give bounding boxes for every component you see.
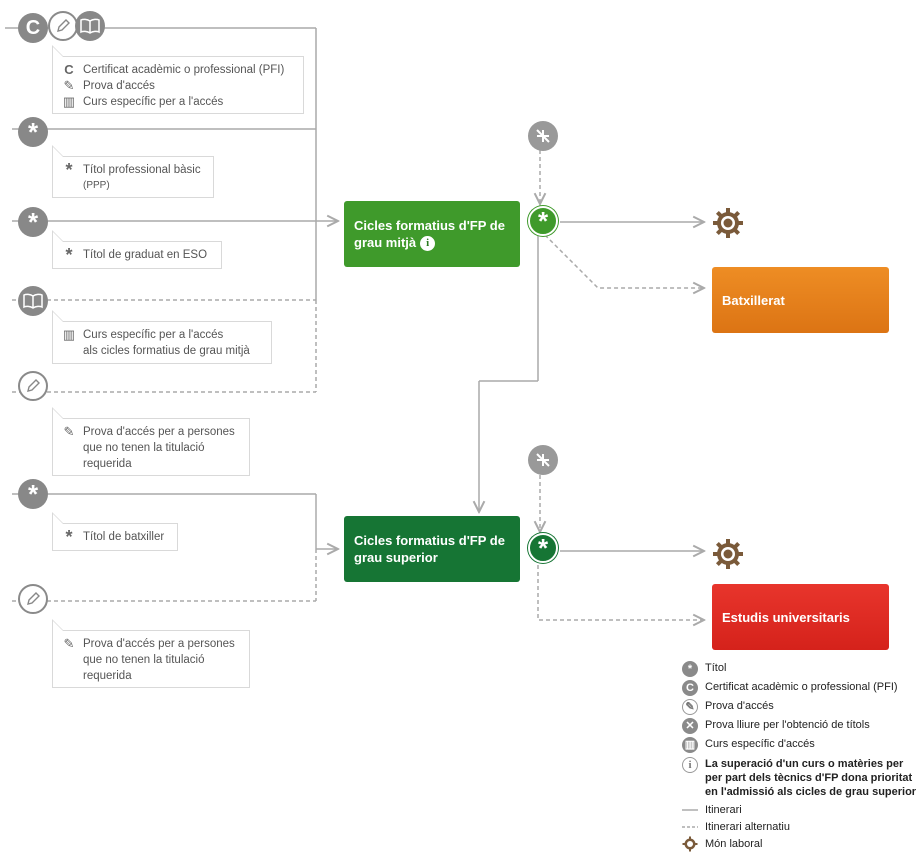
- gear-icon: [682, 836, 698, 852]
- legend-text: Itinerari: [705, 804, 742, 816]
- pencil-icon: ✎: [682, 699, 698, 715]
- legend-text: Certificat acadèmic o professional (PFI): [705, 681, 898, 693]
- note-line: que no tenen la titulació: [83, 442, 205, 454]
- title-star-icon: *: [528, 533, 558, 563]
- legend: * Títol C Certificat acadèmic o professi…: [682, 661, 918, 854]
- legend-item: ✕ Prova lliure per l'obtenció de títols: [682, 718, 918, 734]
- legend-item: C Certificat acadèmic o professional (PF…: [682, 680, 918, 696]
- pencil-icon: [48, 11, 78, 41]
- note-line: Prova d'accés per a persones: [83, 638, 235, 650]
- book-icon: [75, 11, 105, 41]
- title-star-icon: *: [18, 207, 48, 237]
- legend-text: Títol: [705, 662, 727, 674]
- note-line: Curs específic per a l'accés: [83, 96, 224, 108]
- note-line: requerida: [83, 670, 132, 682]
- note-line: que no tenen la titulació: [83, 654, 205, 666]
- gear-icon: [713, 539, 743, 569]
- note-batxiller-title: * Títol de batxiller: [52, 512, 178, 551]
- info-icon[interactable]: i: [420, 236, 436, 252]
- book-icon: [18, 286, 48, 316]
- note-line: Certificat acadèmic o professional (PFI): [83, 64, 285, 76]
- title-star-icon: *: [18, 117, 48, 147]
- free-test-icon: ✕: [682, 718, 698, 734]
- certificate-icon: C: [18, 13, 48, 43]
- free-test-icon: [528, 121, 558, 151]
- title-star-icon: *: [18, 479, 48, 509]
- note-line: Prova d'accés: [83, 80, 155, 92]
- note-line: Curs específic per a l'accés: [83, 329, 224, 341]
- legend-item: Món laboral: [682, 836, 918, 852]
- star-icon: *: [682, 661, 698, 677]
- legend-item: Itinerari alternatiu: [682, 820, 918, 834]
- note-line: als cicles formatius de grau mitjà: [83, 345, 250, 357]
- pencil-icon: [18, 584, 48, 614]
- box-batxillerat[interactable]: Batxillerat: [712, 267, 889, 333]
- box-cicles-grau-superior[interactable]: Cicles formatius d'FP de grau superior: [344, 516, 520, 582]
- book-icon: ▥: [682, 737, 698, 753]
- note-specific-course: ▥ Curs específic per a l'accés als cicle…: [52, 310, 272, 364]
- legend-text: Curs específic d'accés: [705, 738, 815, 750]
- note-line: Prova d'accés per a persones: [83, 426, 235, 438]
- box-label: Cicles formatius d'FP de grau mitjà: [354, 217, 505, 250]
- pencil-icon: [18, 371, 48, 401]
- note-access-test-superior: ✎ Prova d'accés per a persones que no te…: [52, 619, 250, 688]
- legend-text: Prova lliure per l'obtenció de títols: [705, 719, 870, 731]
- box-label: Cicles formatius d'FP de grau superior: [354, 533, 505, 565]
- note-eso-title: * Títol de graduat en ESO: [52, 230, 222, 269]
- note-line: (PPP): [83, 180, 110, 191]
- info-icon: i: [682, 757, 698, 773]
- solid-line-icon: [682, 803, 698, 817]
- legend-text: Prova d'accés: [705, 700, 774, 712]
- legend-item: ✎ Prova d'accés: [682, 699, 918, 715]
- gear-icon: [713, 208, 743, 238]
- legend-text: Itinerari alternatiu: [705, 821, 790, 833]
- note-access-test-mitja: ✎ Prova d'accés per a persones que no te…: [52, 407, 250, 476]
- dashed-line-icon: [682, 820, 698, 834]
- note-line: Títol professional bàsic: [83, 164, 201, 176]
- note-access-options: C ✎ ▥ Certificat acadèmic o professional…: [52, 45, 304, 114]
- legend-text: Món laboral: [705, 838, 763, 850]
- note-line: Títol de graduat en ESO: [83, 249, 208, 261]
- free-test-icon: [528, 445, 558, 475]
- box-label: Estudis universitaris: [722, 609, 850, 625]
- note-line: Títol de batxiller: [83, 531, 165, 543]
- legend-item: ▥ Curs específic d'accés: [682, 737, 918, 753]
- note-professional-title: * Títol professional bàsic (PPP): [52, 145, 214, 198]
- box-label: Batxillerat: [722, 292, 785, 308]
- title-star-icon: *: [528, 206, 558, 236]
- legend-item: * Títol: [682, 661, 918, 677]
- box-estudis-universitaris[interactable]: Estudis universitaris: [712, 584, 889, 650]
- legend-item: Itinerari: [682, 803, 918, 817]
- legend-text: La superació d'un curs o matèries per pe…: [705, 758, 917, 798]
- certificate-icon: C: [682, 680, 698, 696]
- note-line: requerida: [83, 458, 132, 470]
- legend-item: i La superació d'un curs o matèries per …: [682, 757, 918, 799]
